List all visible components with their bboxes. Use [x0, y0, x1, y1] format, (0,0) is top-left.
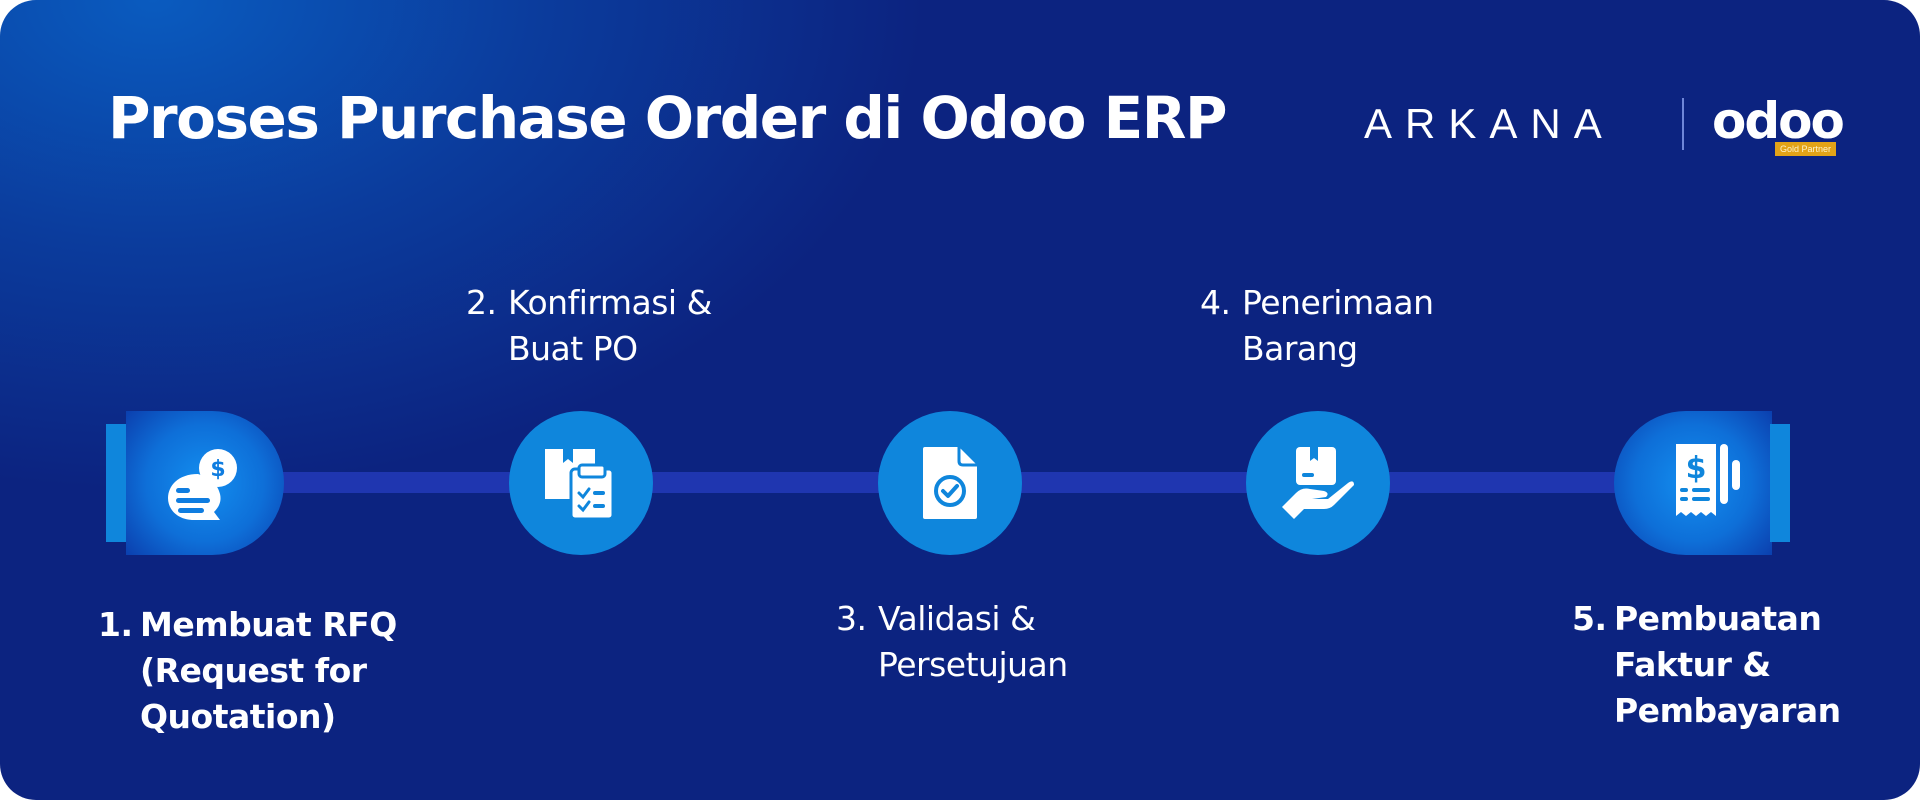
gold-partner-badge: Gold Partner [1775, 142, 1837, 156]
step-2-label: 2. Konfirmasi & Buat PO [466, 280, 766, 372]
step-3-node [878, 411, 1022, 555]
step-5-label: 5. Pembuatan Faktur & Pembayaran [1572, 596, 1892, 734]
box-clipboard-icon [545, 449, 615, 521]
step-1-number: 1. [98, 605, 133, 644]
step-2-text: Konfirmasi & Buat PO [508, 283, 712, 368]
step-5-text: Pembuatan Faktur & Pembayaran [1614, 599, 1841, 730]
step-4-number: 4. [1200, 283, 1231, 322]
step-3-label: 3. Validasi & Persetujuan [836, 596, 1136, 688]
svg-text:$: $ [1686, 451, 1707, 486]
page-title: Proses Purchase Order di Odoo ERP [108, 84, 1227, 152]
odoo-logo: odoo [1712, 92, 1845, 150]
step-4-label: 4. Penerimaan Barang [1200, 280, 1520, 372]
step-2-node [509, 411, 653, 555]
timeline-start-tab [106, 424, 126, 542]
receipt-dollar-icon: $ [1660, 433, 1760, 533]
step-3-number: 3. [836, 599, 867, 638]
chat-dollar-icon: $ [155, 433, 255, 533]
step-4-node [1246, 411, 1390, 555]
step-5-number: 5. [1572, 599, 1607, 638]
svg-text:$: $ [210, 457, 225, 482]
logo-divider [1682, 98, 1684, 150]
document-check-icon [923, 447, 977, 519]
step-1-label: 1. Membuat RFQ (Request for Quotation) [98, 602, 428, 740]
step-3-text: Validasi & Persetujuan [878, 599, 1068, 684]
step-1-text: Membuat RFQ (Request for Quotation) [140, 605, 397, 736]
hand-box-icon [1282, 447, 1354, 519]
step-4-text: Penerimaan Barang [1242, 283, 1434, 368]
step-2-number: 2. [466, 283, 497, 322]
timeline-end-tab [1770, 424, 1790, 542]
arkana-logo: ARKANA [1364, 100, 1615, 147]
